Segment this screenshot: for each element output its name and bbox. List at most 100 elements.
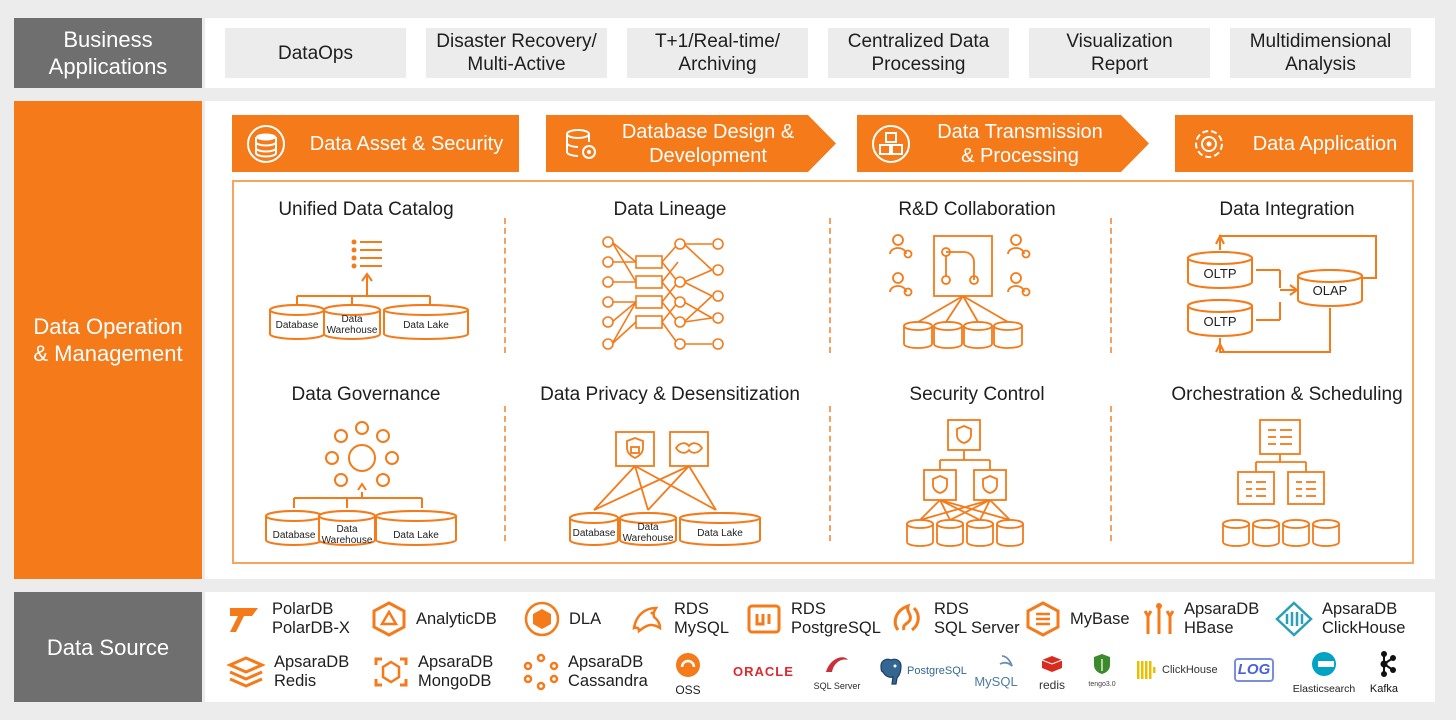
logo-label: ClickHouse — [1162, 664, 1218, 676]
kafka-logo: Kafka — [1366, 650, 1402, 695]
source-label: DLA — [569, 609, 602, 628]
source-label: OSS — [675, 683, 701, 697]
storage-label-lake: Data Lake — [403, 320, 449, 331]
grid-divider — [1110, 218, 1112, 353]
leaf-shield-icon — [1094, 654, 1110, 674]
business-app-label: Disaster Recovery/ — [436, 31, 597, 52]
source-mybase: MyBase — [1024, 600, 1130, 638]
business-app-label: Report — [1090, 54, 1148, 75]
capability-title: Data Governance — [291, 384, 441, 405]
source-label: ApsaraDB — [1322, 600, 1398, 618]
stage-label: Data Asset & Security — [309, 132, 504, 155]
stage-label: Development — [649, 144, 767, 167]
source-label: ApsaraDB — [418, 653, 494, 671]
source-oss: OSS — [668, 650, 708, 697]
mongodb-icon — [374, 657, 408, 687]
source-label: ApsaraDB — [274, 653, 350, 671]
source-label: MyBase — [1070, 609, 1130, 628]
business-app-disaster-recovery: Disaster Recovery/Multi-Active — [426, 28, 607, 78]
redis-logo: redis — [1034, 654, 1070, 691]
source-label: ApsaraDB — [568, 653, 644, 671]
clickhouse-cloud-icon — [1275, 601, 1313, 637]
data-governance-diagram: Database Data Warehouse Data Lake — [265, 421, 457, 546]
business-app-label: Multi-Active — [467, 54, 566, 75]
source-label: SQL Server — [934, 619, 1020, 637]
storage-label-lake: Data Lake — [697, 528, 743, 539]
logo-label: Kafka — [1369, 683, 1399, 695]
database-gear-icon — [566, 128, 596, 159]
clickhouse-bars-icon — [1137, 661, 1156, 679]
storage-label-warehouse: Warehouse — [623, 533, 674, 544]
oltp-label: OLTP — [1204, 314, 1237, 329]
layer-label-line: Applications — [48, 54, 168, 79]
gear-cycle-icon — [1195, 129, 1223, 158]
stage-label: Database Design & — [621, 120, 795, 143]
database-stack-icon — [247, 124, 285, 163]
olap-label: OLAP — [1313, 283, 1348, 298]
business-app-label: Archiving — [678, 54, 757, 75]
source-label: PolarDB-X — [272, 619, 350, 637]
business-app-dataops: DataOps — [225, 28, 406, 78]
source-label: RDS — [674, 600, 709, 618]
rds-sqlserver-icon — [893, 603, 920, 632]
mysql-logo: MySQL — [974, 654, 1018, 689]
clickhouse-logo: ClickHouse — [1136, 660, 1218, 680]
capability-title: Data Privacy & Desensitization — [540, 384, 800, 405]
layer-label-line: Data Operation — [33, 314, 183, 339]
source-label: RDS — [934, 600, 969, 618]
sqlserver-logo: SQL Server — [812, 654, 862, 691]
grid-divider — [504, 218, 506, 353]
storage-label-warehouse: Warehouse — [322, 535, 373, 546]
stage-data-transmission — [857, 115, 1149, 172]
capability-title: R&D Collaboration — [898, 199, 1056, 220]
logo-label: redis — [1038, 678, 1065, 692]
source-label: ClickHouse — [1322, 619, 1406, 637]
oss-icon — [676, 653, 700, 677]
business-app-label: Visualization — [1066, 31, 1173, 52]
storage-label-database: Database — [573, 528, 616, 539]
capability-title: Security Control — [909, 384, 1045, 405]
data-lineage-diagram — [602, 236, 724, 350]
rd-collaboration-diagram — [889, 234, 1031, 349]
storage-label-warehouse: Data — [341, 314, 363, 325]
layer-label-line: Business — [63, 27, 153, 52]
cubes-network-icon — [872, 124, 910, 163]
stage-data-asset-security: Data Asset & Security — [232, 115, 519, 172]
stage-database-design-content: Database Design &Development — [546, 115, 808, 172]
analyticdb-icon — [372, 601, 406, 637]
source-analyticdb: AnalyticDB — [370, 600, 497, 638]
grid-divider — [829, 406, 831, 541]
layer-label-line: Data Source — [46, 634, 170, 660]
dla-icon — [524, 601, 560, 637]
grid-divider — [504, 406, 506, 541]
grid-divider — [829, 218, 831, 353]
unified-catalog-diagram: Database Data Warehouse Data Lake — [269, 239, 469, 340]
kafka-nodes-icon — [1380, 651, 1396, 677]
storage-label-warehouse: Warehouse — [327, 325, 378, 336]
postgresql-elephant-icon — [880, 658, 902, 685]
postgresql-logo: PostgreSQL — [877, 656, 967, 686]
hbase-icon — [1143, 603, 1175, 634]
polardb-icon — [230, 608, 258, 632]
stage-label: Data Application — [1252, 132, 1398, 155]
data-privacy-diagram: Database Data Warehouse Data Lake — [569, 431, 761, 546]
oracle-logo: ORACLE — [733, 664, 794, 679]
stage-label: & Processing — [961, 144, 1079, 167]
storage-label-database: Database — [273, 530, 316, 541]
source-label: HBase — [1184, 619, 1234, 637]
business-app-label: Multidimensional — [1249, 31, 1392, 52]
stage-database-design — [546, 115, 836, 172]
source-label: AnalyticDB — [416, 609, 497, 628]
cassandra-icon — [523, 653, 559, 691]
stage-data-transmission-content: Data Transmission& Processing — [857, 115, 1121, 172]
